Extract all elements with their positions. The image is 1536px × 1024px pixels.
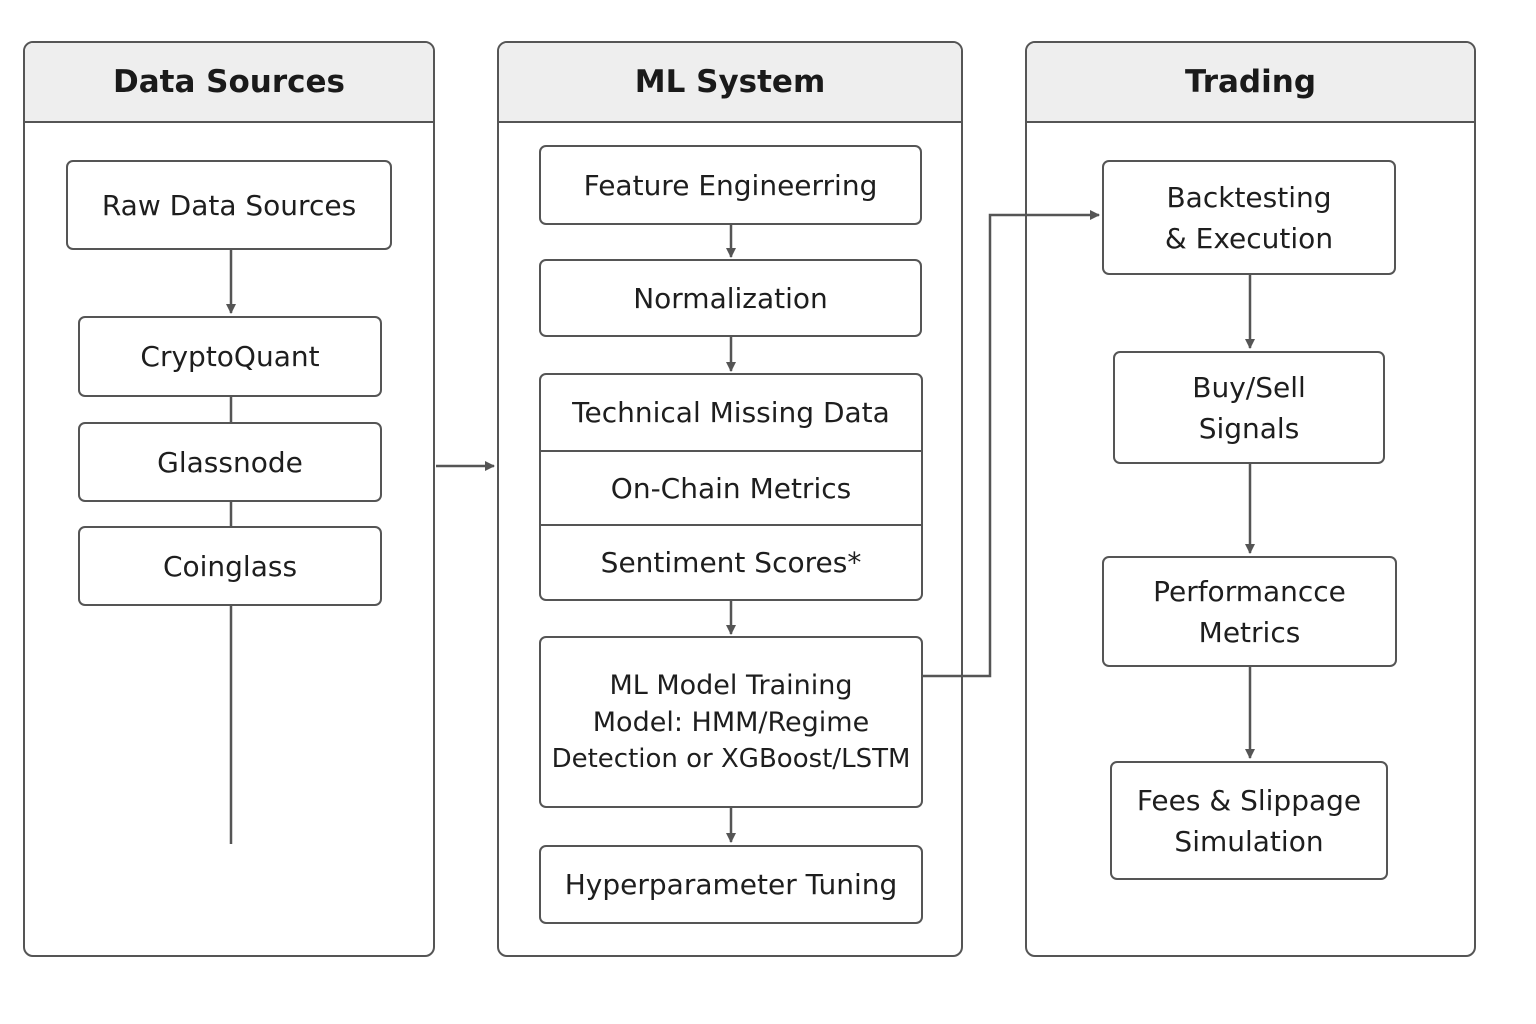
raw-data-sources-node: Raw Data Sources	[66, 160, 392, 250]
trading-title: Trading	[1027, 43, 1474, 123]
performance-metrics-node: Performancce Metrics	[1102, 556, 1397, 667]
hyperparameter-tuning-label: Hyperparameter Tuning	[564, 868, 898, 901]
normalization-node: Normalization	[539, 259, 922, 337]
ml-model-training-title: ML Model Training	[609, 669, 853, 701]
ml-model-training-node: ML Model Training Model: HMM/Regime Dete…	[539, 636, 923, 808]
feature-engineering-label: Feature Engineerring	[583, 168, 878, 202]
coinglass-label: Coinglass	[162, 549, 298, 583]
on-chain-metrics-row: On-Chain Metrics	[541, 450, 921, 524]
backtesting-execution-node: Backtesting & Execution	[1102, 160, 1396, 275]
sentiment-scores-label: Sentiment Scores*	[600, 546, 862, 579]
metrics-label: Metrics	[1198, 615, 1301, 649]
fees-slippage-node: Fees & Slippage Simulation	[1110, 761, 1388, 880]
ml-system-title: ML System	[499, 43, 961, 123]
raw-data-sources-label: Raw Data Sources	[101, 188, 357, 222]
simulation-label: Simulation	[1174, 824, 1324, 858]
data-sources-title: Data Sources	[25, 43, 433, 123]
normalization-label: Normalization	[633, 281, 828, 315]
buy-sell-signals-node: Buy/Sell Signals	[1113, 351, 1385, 464]
execution-label: & Execution	[1164, 221, 1334, 255]
cryptoquant-node: CryptoQuant	[78, 316, 382, 397]
sentiment-scores-row: Sentiment Scores*	[541, 524, 921, 599]
fees-slippage-label: Fees & Slippage	[1136, 783, 1362, 817]
ml-model-training-model: Model: HMM/Regime	[592, 706, 870, 738]
cryptoquant-label: CryptoQuant	[140, 340, 320, 373]
signals-label: Signals	[1198, 411, 1300, 445]
feature-engineering-node: Feature Engineerring	[539, 145, 922, 225]
on-chain-metrics-label: On-Chain Metrics	[610, 471, 852, 505]
coinglass-node: Coinglass	[78, 526, 382, 606]
buy-sell-label: Buy/Sell	[1192, 370, 1306, 404]
backtesting-label: Backtesting	[1166, 180, 1332, 214]
glassnode-node: Glassnode	[78, 422, 382, 502]
hyperparameter-tuning-node: Hyperparameter Tuning	[539, 845, 923, 924]
technical-missing-data-row: Technical Missing Data	[541, 375, 921, 450]
technical-missing-data-label: Technical Missing Data	[572, 396, 890, 429]
glassnode-label: Glassnode	[157, 445, 303, 479]
performance-label: Performancce	[1153, 574, 1346, 608]
ml-model-training-detection: Detection or XGBoost/LSTM	[551, 743, 911, 774]
features-stack: Technical Missing Data On-Chain Metrics …	[539, 373, 923, 601]
